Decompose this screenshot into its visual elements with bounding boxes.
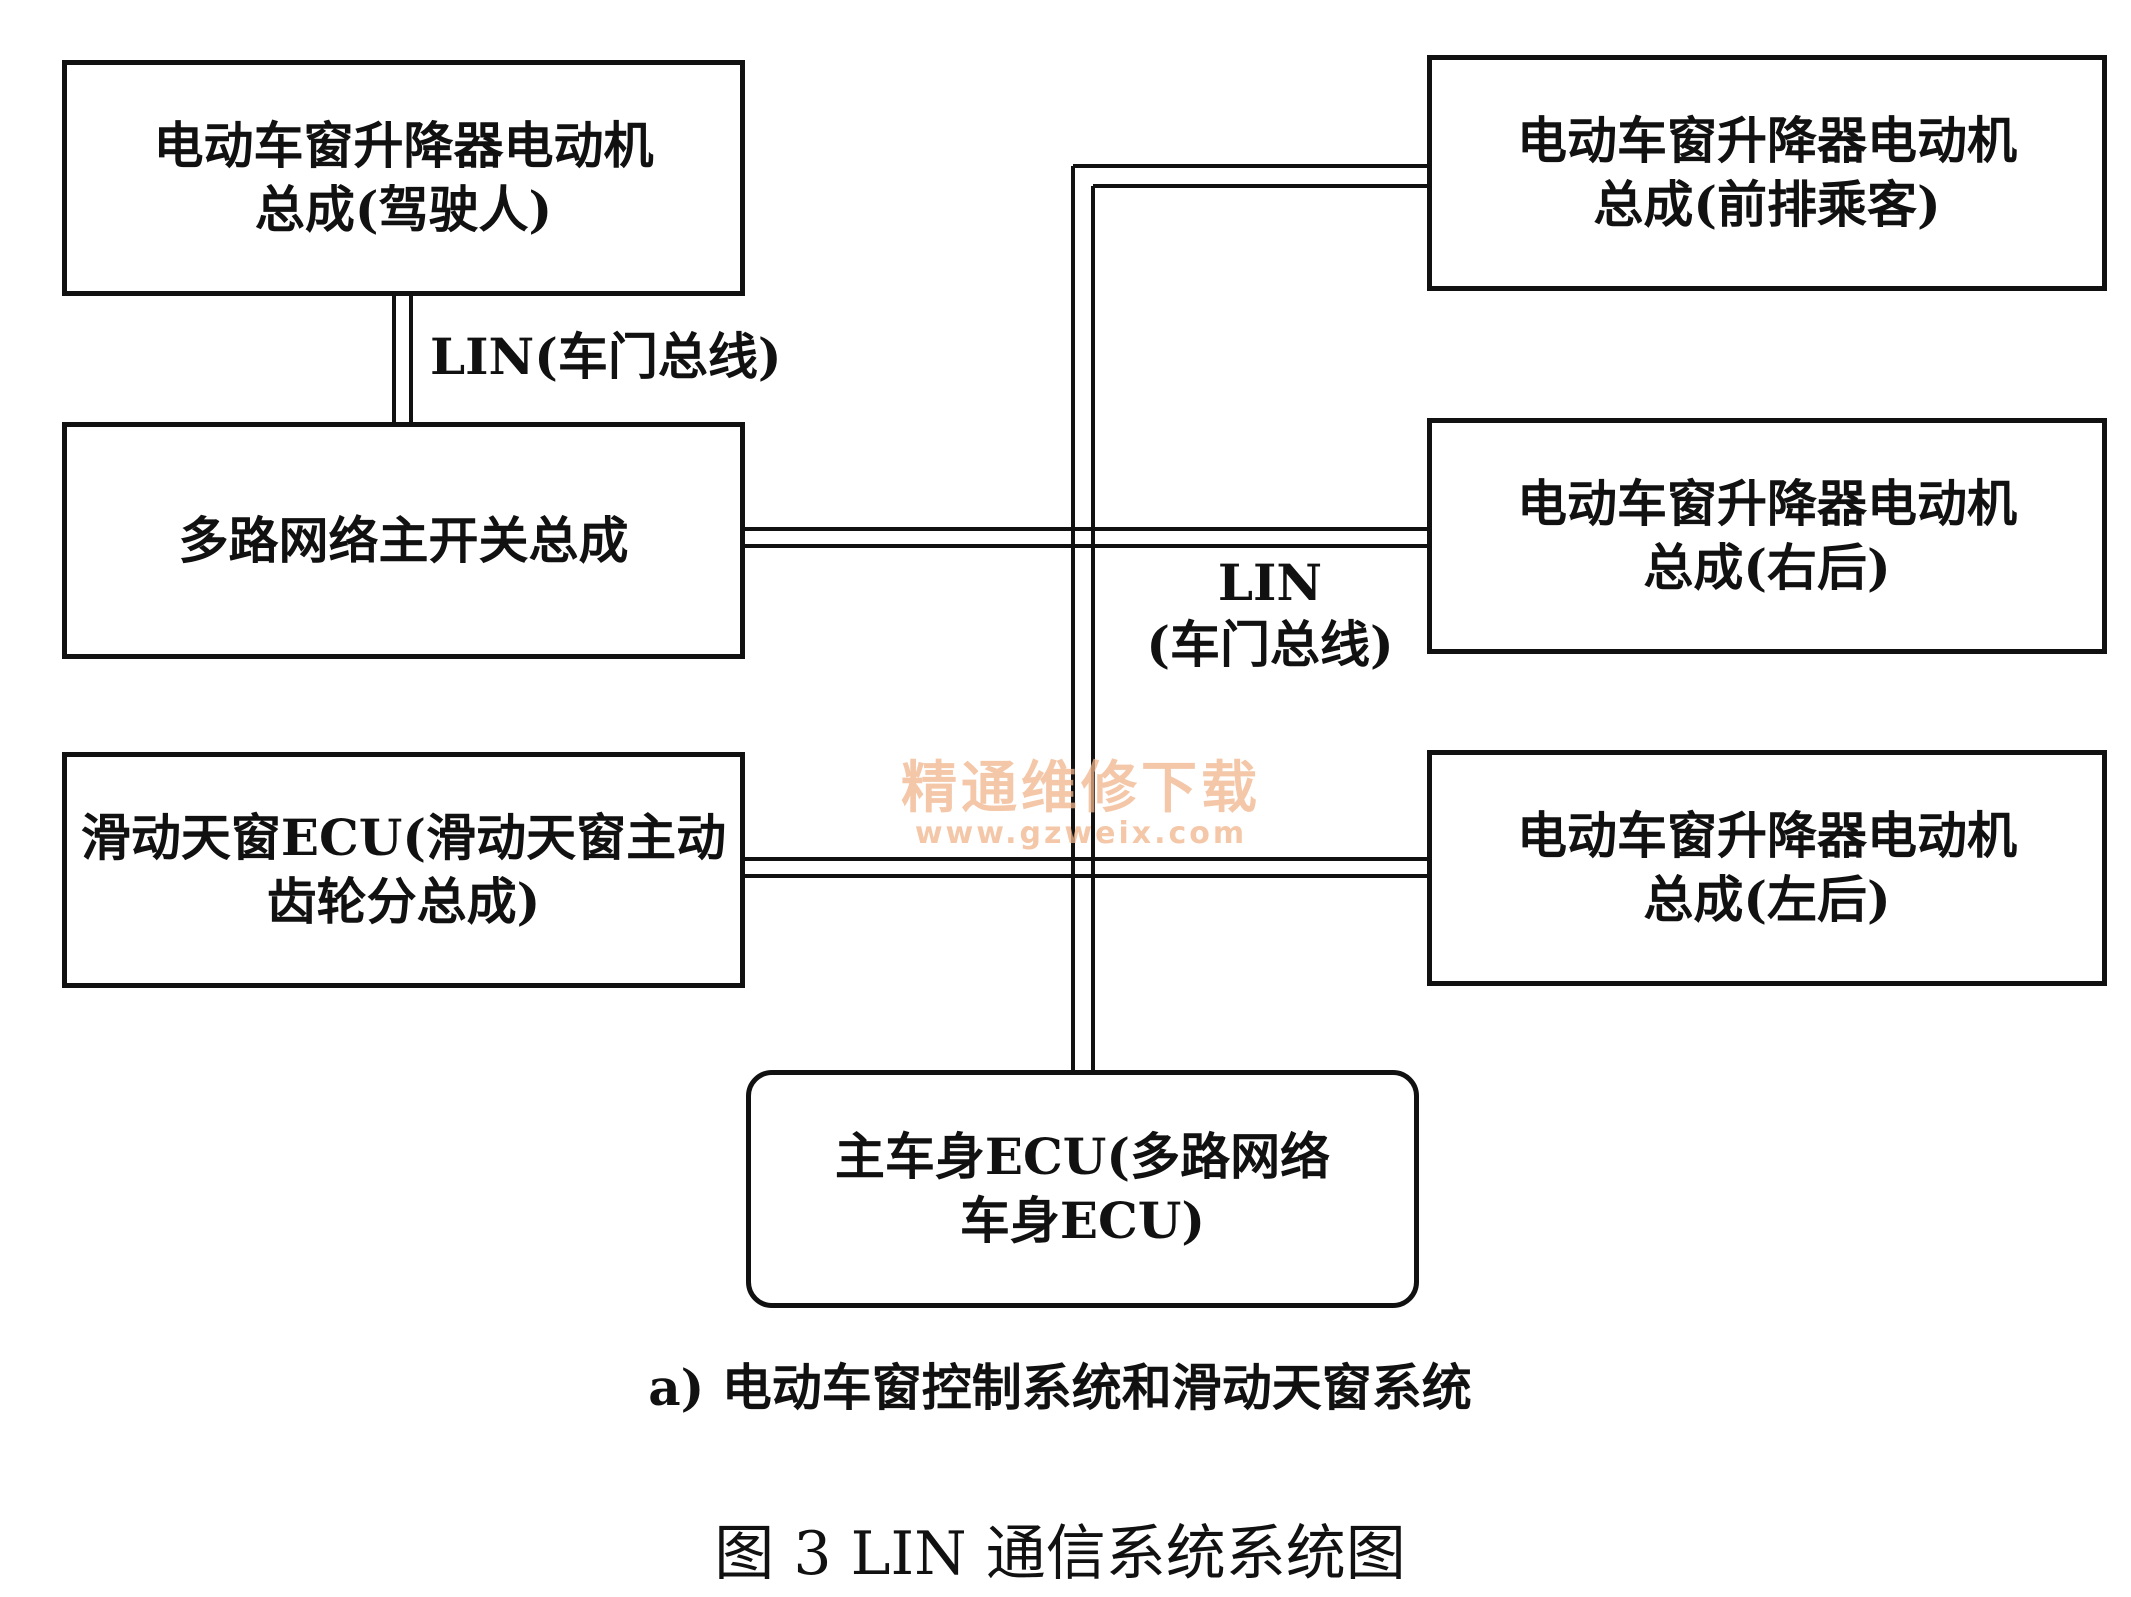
box-rear-left-line2: 总成(左后) (1643, 870, 1891, 929)
subfigure-caption: a) 电动车窗控制系统和滑动天窗系统 (648, 1358, 1472, 1417)
box-sunroof-line1: 滑动天窗ECU(滑动天窗主动 (80, 808, 727, 867)
box-driver-line1: 电动车窗升降器电动机 (153, 116, 654, 175)
box-driver-line2: 总成(驾驶人) (254, 180, 553, 239)
box-rear-right-line2: 总成(右后) (1643, 538, 1891, 597)
label-lin-right-line2: (车门总线) (1146, 615, 1394, 674)
box-main-body-ecu-line1: 主车身ECU(多路网络 (834, 1127, 1331, 1186)
box-main-body-ecu: 主车身ECU(多路网络 车身ECU) (746, 1070, 1419, 1308)
box-front-passenger-line2: 总成(前排乘客) (1593, 175, 1941, 234)
figure-title: 图 3 LIN 通信系统系统图 (714, 1519, 1406, 1589)
label-lin-door-bus-right: LIN (车门总线) (1140, 552, 1400, 676)
box-sunroof-line2: 齿轮分总成) (266, 872, 541, 931)
box-front-passenger-window-motor: 电动车窗升降器电动机 总成(前排乘客) (1427, 55, 2107, 291)
box-multiplex-master-switch: 多路网络主开关总成 (62, 422, 745, 659)
watermark-url: www.gzweix.com (914, 816, 1248, 851)
box-driver-window-motor: 电动车窗升降器电动机 总成(驾驶人) (62, 60, 745, 296)
label-lin-door-bus-left: LIN(车门总线) (430, 327, 782, 386)
box-front-passenger-line1: 电动车窗升降器电动机 (1517, 111, 2017, 170)
label-lin-right-line1: LIN (1217, 553, 1323, 612)
watermark-cn: 精通维修下载 (901, 755, 1261, 821)
box-rear-left-line1: 电动车窗升降器电动机 (1517, 806, 2017, 865)
box-rear-right-line1: 电动车窗升降器电动机 (1517, 474, 2017, 533)
box-main-body-ecu-line2: 车身ECU) (959, 1191, 1206, 1250)
box-rear-right-window-motor: 电动车窗升降器电动机 总成(右后) (1427, 418, 2107, 654)
box-rear-left-window-motor: 电动车窗升降器电动机 总成(左后) (1427, 750, 2107, 986)
watermark: 精通维修下载 www.gzweix.com (886, 757, 1276, 849)
box-multiplex-switch-line1: 多路网络主开关总成 (178, 510, 629, 570)
box-sunroof-ecu: 滑动天窗ECU(滑动天窗主动 齿轮分总成) (62, 752, 745, 988)
